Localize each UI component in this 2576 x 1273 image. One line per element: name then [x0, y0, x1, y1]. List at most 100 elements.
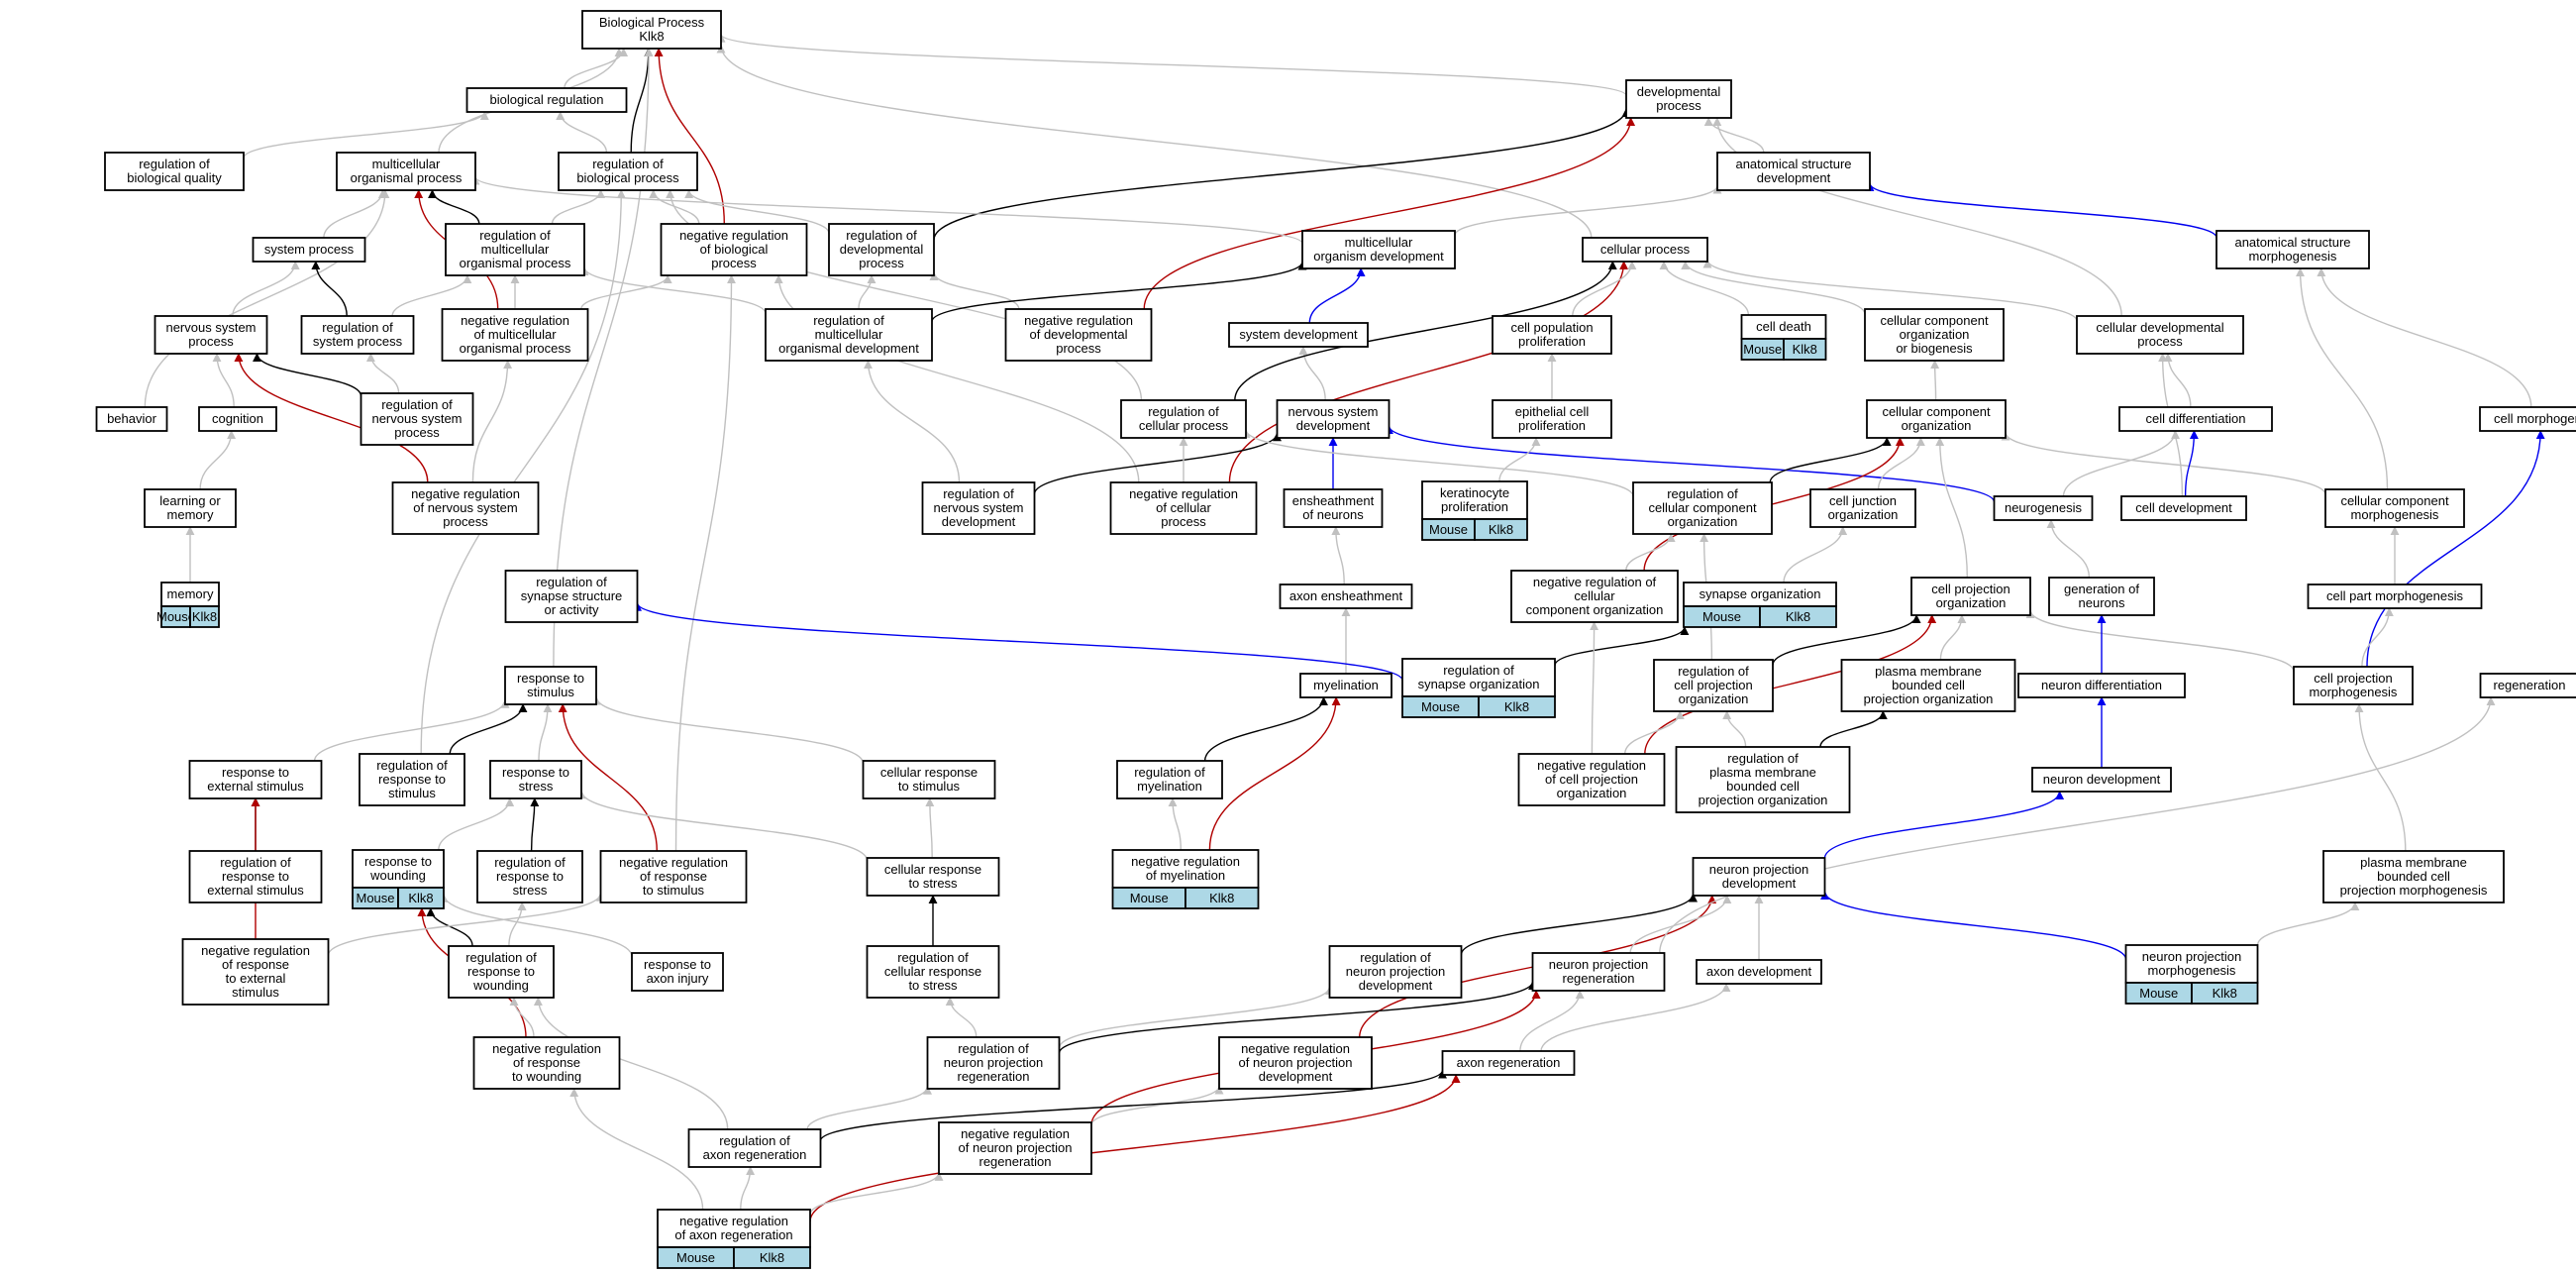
go-term-node-axondev[interactable]: axon development [1696, 959, 1822, 985]
go-term-node-cognition[interactable]: cognition [198, 406, 277, 432]
go-term-node-negregcco[interactable]: negative regulation ofcellularcomponent … [1510, 570, 1679, 623]
go-term-node-neurdev[interactable]: neuron development [2031, 767, 2172, 793]
node-label-line: response to [222, 869, 289, 884]
go-term-node-celldiff[interactable]: cell differentiation [2118, 406, 2273, 432]
go-term-node-regeneration[interactable]: regeneration [2479, 673, 2576, 698]
go-term-node-neurdiff[interactable]: neuron differentiation [2017, 673, 2186, 698]
go-term-node-cp[interactable]: cellular process [1582, 237, 1708, 263]
go-term-node-bioreg[interactable]: biological regulation [465, 87, 628, 113]
node-label-line: projection organization [1864, 691, 1994, 706]
node-label-line: process [711, 256, 757, 270]
go-term-node-neurogenesis[interactable]: neurogenesis [1993, 495, 2094, 521]
go-term-node-axonregen[interactable]: axon regeneration [1441, 1050, 1576, 1076]
go-term-node-cpm[interactable]: cell part morphogenesis [2307, 583, 2483, 609]
go-term-node-celldev[interactable]: cell development [2120, 495, 2247, 521]
node-box [476, 850, 583, 903]
go-term-node-behavior[interactable]: behavior [95, 406, 168, 432]
annotation-label: Klk8 [408, 891, 433, 905]
node-label-line: Biological Process [599, 15, 705, 30]
edge-regcellproj-to-cellprojorg [1772, 614, 1921, 666]
go-term-node-axonens[interactable]: axon ensheathment [1279, 583, 1413, 609]
node-box [1004, 308, 1153, 362]
go-term-node-cellmorph[interactable]: cell morphogenesis [2479, 406, 2576, 432]
go-term-node-myelination[interactable]: myelination [1299, 673, 1392, 698]
node-label-line: negative regulation [679, 228, 788, 243]
go-term-node-sysdev[interactable]: system development [1228, 322, 1369, 348]
go-term-node-sysp[interactable]: system process [252, 237, 366, 263]
